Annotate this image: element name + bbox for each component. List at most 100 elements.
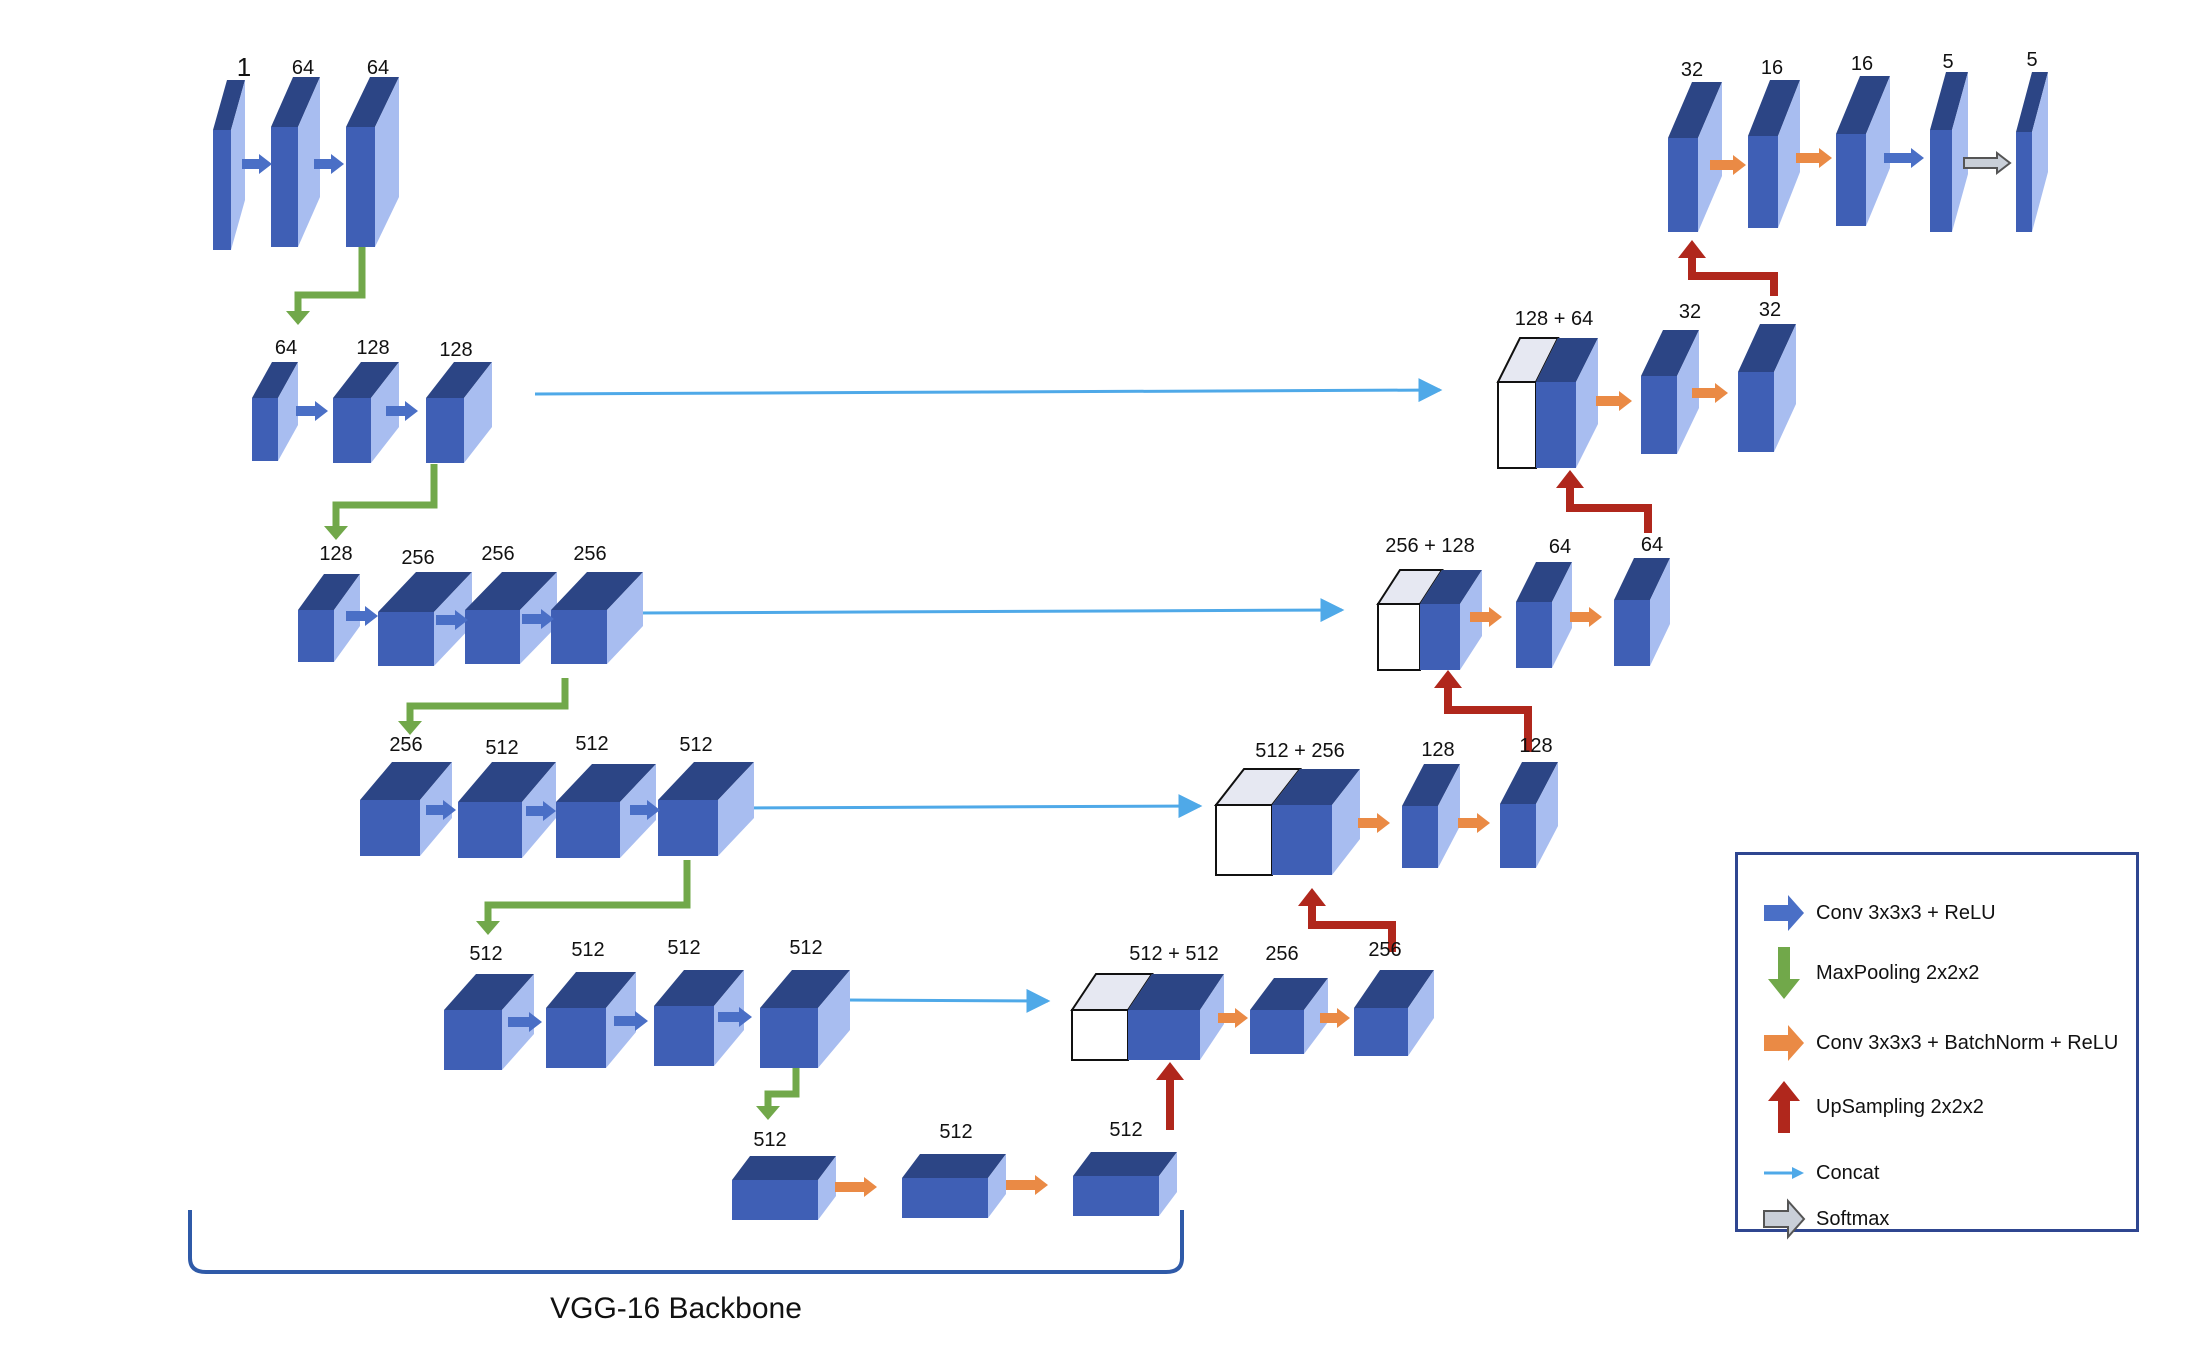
maxpool-arrow: [398, 678, 569, 735]
bottleneck-block-2: [902, 1154, 1006, 1218]
legend-item: Conv 3x3x3 + BatchNorm + ReLU: [1762, 1015, 2118, 1071]
concat-arrow: [737, 794, 1203, 819]
enc3-block-4: [551, 572, 643, 664]
channel-label: 16: [1761, 57, 1783, 79]
channel-label: 64: [292, 57, 314, 79]
gray-right-arrow-icon: [1763, 1198, 1806, 1240]
channel-label: 128: [1519, 735, 1552, 757]
conv-arrow: [718, 1007, 752, 1027]
out-block-2: [1748, 80, 1800, 228]
channel-label: 512: [679, 734, 712, 756]
upsampling-arrow: [1556, 470, 1652, 533]
upsampling-arrow: [1434, 670, 1532, 752]
out-block-1: [1668, 82, 1722, 232]
channel-label: 5: [2026, 49, 2037, 71]
enc5-block-4: [760, 970, 850, 1068]
enc2-block-3: [426, 362, 492, 463]
light-blue-arrow-icon: [1764, 1167, 1804, 1179]
legend-label: MaxPooling 2x2x2: [1816, 961, 1980, 984]
dec1-concat-block: [1536, 338, 1598, 468]
channel-label: 64: [1549, 536, 1571, 558]
concat-arrow: [534, 378, 1443, 403]
bottleneck-block-3: [1073, 1152, 1177, 1216]
legend-label: Concat: [1816, 1161, 1880, 1184]
maxpool-arrow: [286, 247, 366, 325]
channel-label: 512: [571, 939, 604, 961]
conv-arrow: [508, 1012, 542, 1032]
channel-label: 64: [1641, 534, 1663, 556]
enc2-block-2: [333, 362, 399, 463]
channel-label: 64: [367, 57, 389, 79]
channel-label: 512 + 256: [1255, 740, 1345, 762]
legend-item: Softmax: [1762, 1191, 1889, 1247]
conv-arrow: [1884, 148, 1924, 168]
channel-label: 512: [667, 937, 700, 959]
dec1-block-1: [1641, 330, 1699, 454]
conv-arrow: [386, 401, 418, 421]
conv-bn-arrow: [1470, 607, 1502, 627]
channel-label: 64: [275, 337, 297, 359]
bottleneck-block-1: [732, 1156, 836, 1220]
enc4-block-4: [658, 762, 754, 856]
dec1-block-2: [1738, 324, 1796, 452]
maxpool-arrow: [476, 860, 691, 935]
dec3-block-2: [1500, 762, 1558, 868]
channel-label: 512: [789, 937, 822, 959]
conv-arrow: [242, 154, 272, 174]
channel-label: 512 + 512: [1129, 943, 1219, 965]
channel-label: 128 + 64: [1515, 308, 1593, 330]
maxpool-arrow: [756, 1062, 800, 1120]
channel-label: 5: [1942, 51, 1953, 73]
legend-label: UpSampling 2x2x2: [1816, 1095, 1984, 1118]
channel-label: 512: [485, 737, 518, 759]
red-up-arrow-icon: [1768, 1081, 1800, 1133]
conv-bn-arrow: [1570, 607, 1602, 627]
upsampling-arrow: [1678, 240, 1778, 296]
channel-label: 256: [401, 547, 434, 569]
channel-label: 32: [1759, 299, 1781, 321]
legend-item: MaxPooling 2x2x2: [1762, 945, 1979, 1001]
channel-label: 256 + 128: [1385, 535, 1475, 557]
softmax-arrow: [1963, 150, 2012, 176]
conv-arrow: [614, 1011, 648, 1031]
dec3-concat-block: [1272, 769, 1360, 875]
conv-arrow: [522, 609, 554, 629]
out-block-5: [2016, 72, 2048, 232]
channel-label: 256: [1265, 943, 1298, 965]
dec4-block-2: [1354, 970, 1434, 1056]
conv-arrow: [526, 801, 556, 821]
conv-bn-arrow: [1320, 1008, 1350, 1028]
concat-arrow: [635, 598, 1345, 623]
conv-bn-arrow: [1596, 391, 1632, 411]
conv-arrow: [426, 800, 456, 820]
conv-bn-arrow: [1710, 155, 1746, 175]
channel-label: 128: [1421, 739, 1454, 761]
out-block-3: [1836, 76, 1890, 226]
conv-bn-arrow: [1692, 383, 1728, 403]
channel-label: 128: [319, 543, 352, 565]
upsampling-arrow: [1298, 888, 1396, 952]
backbone-bracket: [188, 1210, 1184, 1274]
channel-label: 1: [237, 52, 251, 82]
legend-item: UpSampling 2x2x2: [1762, 1079, 1984, 1135]
dec4-block-1: [1250, 978, 1328, 1054]
green-down-arrow-icon: [1768, 947, 1800, 999]
channel-label: 512: [1109, 1119, 1142, 1141]
channel-label: 512: [575, 733, 608, 755]
channel-label: 256: [573, 543, 606, 565]
conv-arrow: [296, 401, 328, 421]
dec2-block-1: [1516, 562, 1572, 668]
channel-label: 512: [469, 943, 502, 965]
legend-item: Concat: [1762, 1145, 1879, 1201]
out-block-4: [1930, 72, 1968, 232]
dec4-concat-block: [1128, 974, 1224, 1060]
maxpool-arrow: [324, 464, 438, 540]
backbone-label: VGG-16 Backbone: [550, 1292, 802, 1325]
conv-bn-arrow: [1458, 813, 1490, 833]
conv-arrow: [630, 800, 660, 820]
legend-label: Conv 3x3x3 + BatchNorm + ReLU: [1816, 1031, 2119, 1054]
conv-bn-arrow: [1358, 813, 1390, 833]
